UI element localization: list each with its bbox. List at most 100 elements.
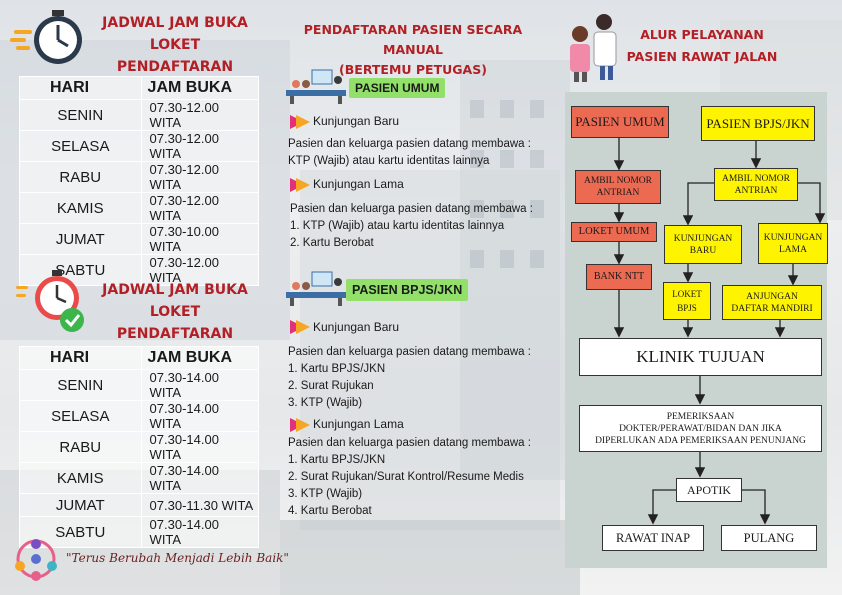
table-cell: RABU xyxy=(19,161,142,193)
flow-apotik: APOTIK xyxy=(676,478,742,502)
flow-text: DAFTAR MANDIRI xyxy=(731,303,813,314)
text-line: KTP (Wajib) atau kartu identitas lainnya xyxy=(288,155,490,167)
table-cell: 07.30-12.00 WITA xyxy=(140,192,260,224)
pasien-bpjs-badge: PASIEN BPJS/JKN xyxy=(346,279,469,301)
flow-text: BPJS xyxy=(677,303,697,313)
table-cell: 07.30-14.00 WITA xyxy=(140,400,260,432)
table-cell: SELASA xyxy=(19,130,142,162)
heading2-line2: LOKET PENDAFTARAN xyxy=(116,304,234,342)
flow-kunjungan-baru: KUNJUNGAN BARU xyxy=(664,225,742,264)
table-cell: RABU xyxy=(19,431,142,463)
motto-quote: "Terus Berubah Menjadi Lebih Baik" xyxy=(66,551,289,565)
table-cell: KAMIS xyxy=(19,192,142,224)
bpjs-lama-label: Kunjungan Lama xyxy=(313,417,404,431)
flow-ambil-antrian-umum: AMBIL NOMOR ANTRIAN xyxy=(575,170,661,204)
table-cell: JUMAT xyxy=(19,223,142,255)
stopwatch-icon xyxy=(10,10,82,64)
table-cell: 07.30-12.00 WITA xyxy=(140,130,260,162)
right-heading-line2: PASIEN RAWAT JALAN xyxy=(626,49,778,64)
text-line: 2. Kartu Berobat xyxy=(290,237,374,249)
text-line: 4. Kartu Berobat xyxy=(288,505,372,517)
bpjs-baru-label: Kunjungan Baru xyxy=(313,320,400,334)
table-cell: 07.30-14.00 WITA xyxy=(140,369,260,401)
flow-text: KUNJUNGAN xyxy=(763,232,823,243)
table-cell: 07.30-14.00 WITA xyxy=(140,516,260,548)
pasien-umum-badge: PASIEN UMUM xyxy=(349,78,446,98)
text-line: Pasien dan keluarga pasien datang membaw… xyxy=(290,203,533,215)
umum-baru-label: Kunjungan Baru xyxy=(313,114,400,128)
flow-klinik-tujuan: KLINIK TUJUAN xyxy=(579,338,822,376)
flow-text: KUNJUNGAN xyxy=(673,233,733,244)
text-line: Pasien dan keluarga pasien datang membaw… xyxy=(288,437,531,449)
table1-header-jam: JAM BUKA xyxy=(140,76,260,100)
text-line: 3. KTP (Wajib) xyxy=(288,488,363,500)
table-cell: 07.30-11.30 WITA xyxy=(140,493,260,517)
flow-anjungan-mandiri: ANJUNGAN DAFTAR MANDIRI xyxy=(722,285,822,320)
table-cell: 07.30-12.00 WITA xyxy=(140,254,260,286)
table-cell: JUMAT xyxy=(19,493,142,517)
table-cell: 07.30-14.00 WITA xyxy=(140,431,260,463)
doctor-patient-icon xyxy=(570,14,617,82)
heading2-line1: JADWAL JAM BUKA xyxy=(102,282,248,298)
table-cell: SENIN xyxy=(19,99,142,131)
flow-rawat-inap: RAWAT INAP xyxy=(602,525,704,551)
heading1-line1: JADWAL JAM BUKA xyxy=(102,15,248,31)
table2-header-hari: HARI xyxy=(19,346,142,370)
text-line: 1. KTP (Wajib) atau kartu identitas lain… xyxy=(290,220,505,232)
table-cell: 07.30-12.00 WITA xyxy=(140,99,260,131)
flow-pulang: PULANG xyxy=(721,525,817,551)
registration-desk-icon xyxy=(286,271,346,306)
flow-kunjungan-lama: KUNJUNGAN LAMA xyxy=(758,223,828,264)
right-heading-line1: ALUR PELAYANAN xyxy=(640,27,764,42)
arrow-right-icon xyxy=(290,115,310,129)
bpjs-lama-text: Pasien dan keluarga pasien datang membaw… xyxy=(288,435,531,520)
umum-baru-text: Pasien dan keluarga pasien datang membaw… xyxy=(288,136,531,170)
text-line: Pasien dan keluarga pasien datang membaw… xyxy=(288,346,531,358)
text-line: 3. KTP (Wajib) xyxy=(288,397,363,409)
text-line: 2. Surat Rujukan xyxy=(288,380,374,392)
flow-text: AMBIL NOMOR xyxy=(584,176,652,186)
flow-ambil-antrian-bpjs: AMBIL NOMOR ANTRIAN xyxy=(714,168,798,201)
middle-heading-line1: PENDAFTARAN PASIEN SECARA MANUAL xyxy=(303,22,523,57)
text-line: 2. Surat Rujukan/Surat Kontrol/Resume Me… xyxy=(288,471,524,483)
bpjs-baru-text: Pasien dan keluarga pasien datang membaw… xyxy=(288,344,531,412)
text-line: 1. Kartu BPJS/JKN xyxy=(288,454,386,466)
table-cell: 07.30-14.00 WITA xyxy=(140,462,260,494)
arrow-right-icon xyxy=(290,320,310,334)
table1-header-hari: HARI xyxy=(19,76,142,100)
middle-heading-line2: (BERTEMU PETUGAS) xyxy=(339,62,487,77)
teamwork-icon xyxy=(15,539,57,581)
flow-text: DIPERLUKAN ADA PEMERIKSAAN PENUNJANG xyxy=(595,435,806,446)
flow-text: AMBIL NOMOR xyxy=(722,173,790,184)
flow-loket-bpjs: LOKET BPJS xyxy=(663,282,711,320)
registration-desk-icon xyxy=(286,69,346,104)
alarm-clock-check-icon xyxy=(16,270,84,332)
table-cell: 07.30-10.00 WITA xyxy=(140,223,260,255)
table-cell: KAMIS xyxy=(19,462,142,494)
flow-text: LOKET xyxy=(672,289,702,299)
table-cell: SENIN xyxy=(19,369,142,401)
flow-loket-umum: LOKET UMUM xyxy=(571,222,657,242)
flow-bank-ntt: BANK NTT xyxy=(586,264,652,290)
table2-header-jam: JAM BUKA xyxy=(140,346,260,370)
umum-lama-label: Kunjungan Lama xyxy=(313,177,404,191)
flow-text: PEMERIKSAAN xyxy=(666,411,735,422)
table-cell: 07.30-12.00 WITA xyxy=(140,161,260,193)
flow-text: LAMA xyxy=(779,244,807,255)
text-line: 1. Kartu BPJS/JKN xyxy=(288,363,386,375)
flow-text: ANTRIAN xyxy=(596,188,640,198)
arrow-right-icon xyxy=(290,418,310,432)
